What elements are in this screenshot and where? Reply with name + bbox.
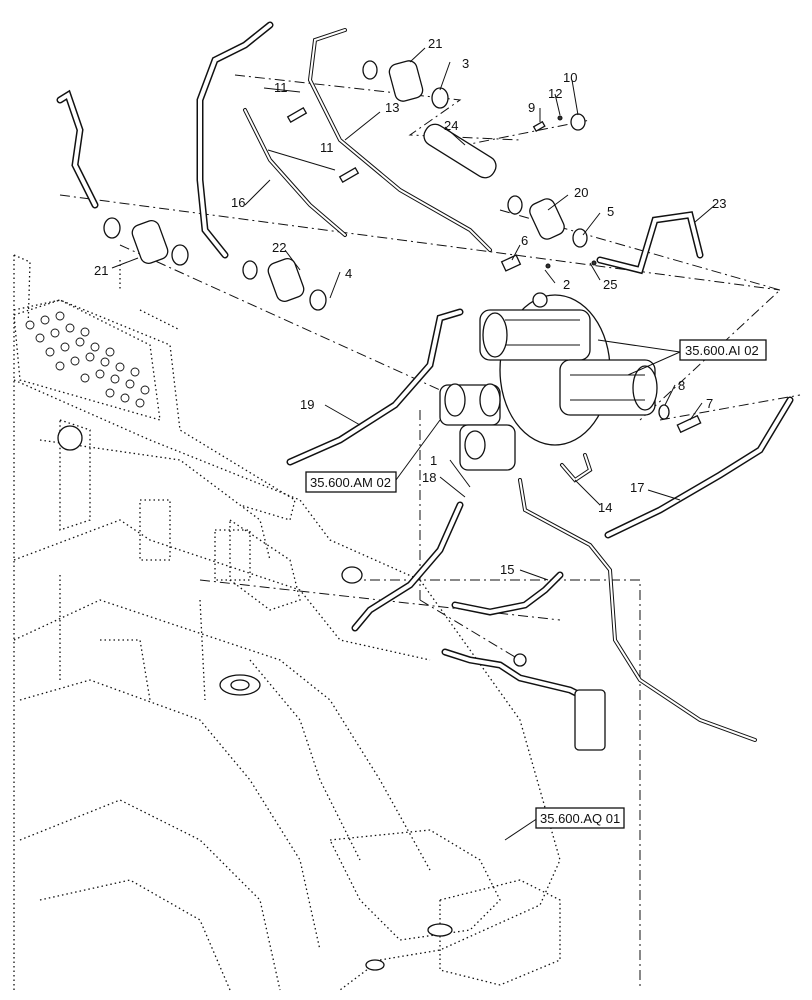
pump-assembly (479, 292, 702, 446)
callout-label: 2 (563, 277, 570, 292)
callout-label: 21 (94, 263, 108, 278)
callout-label: 11 (320, 140, 334, 155)
reference-box-ai[interactable]: 35.600.AI 02 (679, 339, 767, 361)
callout-label: 6 (521, 233, 528, 248)
callout-label: 11 (274, 80, 288, 95)
callout-label: 1 (430, 453, 437, 468)
reference-label: 35.600.AQ 01 (540, 811, 620, 826)
reference-box-aq[interactable]: 35.600.AQ 01 (535, 807, 625, 829)
reference-box-am[interactable]: 35.600.AM 02 (305, 471, 397, 493)
callout-label: 9 (528, 100, 535, 115)
callout-label: 24 (444, 118, 458, 133)
reference-label: 35.600.AI 02 (685, 343, 759, 358)
callout-label: 13 (385, 100, 399, 115)
callout-label: 12 (548, 86, 562, 101)
callout-label: 17 (630, 480, 644, 495)
callout-label: 25 (603, 277, 617, 292)
machine-frame (13, 254, 561, 991)
leader-lines (111, 47, 716, 841)
callout-label: 15 (500, 562, 514, 577)
callout-label: 22 (272, 240, 286, 255)
callout-label: 4 (345, 266, 352, 281)
step-plate (13, 299, 161, 421)
callout-label: 19 (300, 397, 314, 412)
upper-hoses (56, 21, 704, 275)
callout-label: 14 (598, 500, 612, 515)
callout-label: 8 (678, 378, 685, 393)
assembly-lines (59, 74, 801, 990)
callout-label: 7 (706, 396, 713, 411)
callout-label: 23 (712, 196, 726, 211)
callout-label: 5 (607, 204, 614, 219)
callout-label: 21 (428, 36, 442, 51)
callout-label: 18 (422, 470, 436, 485)
callout-label: 3 (462, 56, 469, 71)
callout-label: 10 (563, 70, 577, 85)
callout-label: 20 (574, 185, 588, 200)
valve-block (286, 308, 794, 751)
clamps-and-sleeves (103, 60, 597, 311)
reference-boxes: 35.600.AI 02 35.600.AM 02 35.600.AQ 01 (305, 339, 767, 829)
callout-label: 16 (231, 195, 245, 210)
reference-label: 35.600.AM 02 (310, 475, 391, 490)
callout-labels: 1 2 3 4 5 6 7 8 9 10 11 11 12 13 14 15 1… (94, 36, 726, 577)
